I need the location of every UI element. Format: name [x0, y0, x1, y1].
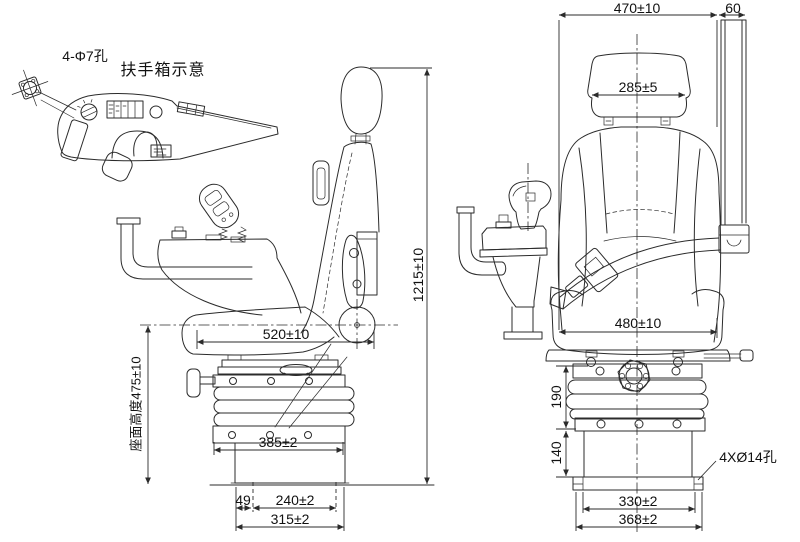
mounting-flange — [11, 69, 49, 107]
dim-suspension-plate-width: 385±2 — [258, 434, 298, 450]
flange-holes-label: 4-Φ7孔 — [62, 48, 108, 64]
rotary-knob — [77, 99, 98, 121]
dim-headrest-width: 285±5 — [618, 79, 658, 95]
dim-backrest-width: 470±10 — [613, 0, 661, 16]
dimension-lines — [145, 12, 745, 531]
dim-suspension-height: 190 — [548, 385, 564, 409]
dim-belt-rail-width: 60 — [725, 0, 741, 16]
armrest-title-label: 扶手箱示意 — [120, 62, 206, 79]
dim-cushion-width: 480±10 — [614, 315, 662, 331]
weight-adjust-knob — [617, 359, 651, 393]
belt-buckle — [575, 247, 619, 293]
armrest-box-detail — [11, 69, 279, 182]
dim-base-edge-offset: 49 — [235, 492, 251, 508]
dim-seat-depth: 520±10 — [262, 326, 310, 342]
dim-base-hole-spacing-front: 330±2 — [618, 493, 658, 509]
control-panel — [106, 100, 144, 119]
base-holes-label: 4XØ14孔 — [719, 449, 777, 465]
dim-base-width-front: 368±2 — [618, 511, 658, 527]
dim-overall-height: 1215±10 — [410, 247, 426, 303]
joystick-knob-side — [198, 183, 240, 229]
dim-base-hole-spacing-side: 240±2 — [275, 492, 315, 508]
seat-front-view — [456, 19, 754, 532]
dim-pedestal-height: 140 — [548, 441, 564, 465]
seat-height-label: 座面高度475±10 — [128, 356, 144, 452]
seat-side-view — [116, 66, 398, 484]
dim-base-width-side: 315±2 — [270, 511, 310, 527]
